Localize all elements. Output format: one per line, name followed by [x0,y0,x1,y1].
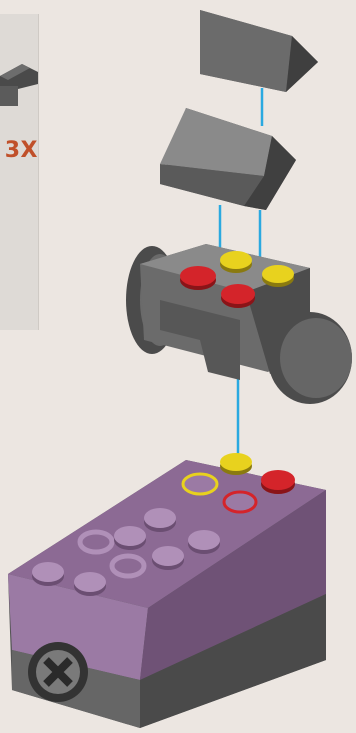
red-stud-icon [221,284,255,308]
red-stud-icon [261,470,295,494]
yellow-ring-stud-icon [183,474,217,494]
yellow-stud-icon [220,251,252,273]
purple-stud-icon [32,562,64,586]
yellow-stud-icon [220,453,252,475]
yellow-stud-icon [262,265,294,287]
purple-ring-stud-icon [112,556,144,576]
slope-brick-top-icon [200,10,318,92]
red-ring-stud-icon [224,492,256,512]
axle-hole-icon [28,642,88,702]
purple-stud-icon [114,526,146,550]
purple-stud-icon [74,572,106,596]
purple-base-brick-icon [8,453,326,728]
purple-ring-stud-icon [80,532,112,552]
slope-brick-middle-icon [160,108,296,210]
purple-stud-icon [188,530,220,554]
purple-stud-icon [152,546,184,570]
purple-stud-icon [144,508,176,532]
red-stud-icon [180,266,216,290]
